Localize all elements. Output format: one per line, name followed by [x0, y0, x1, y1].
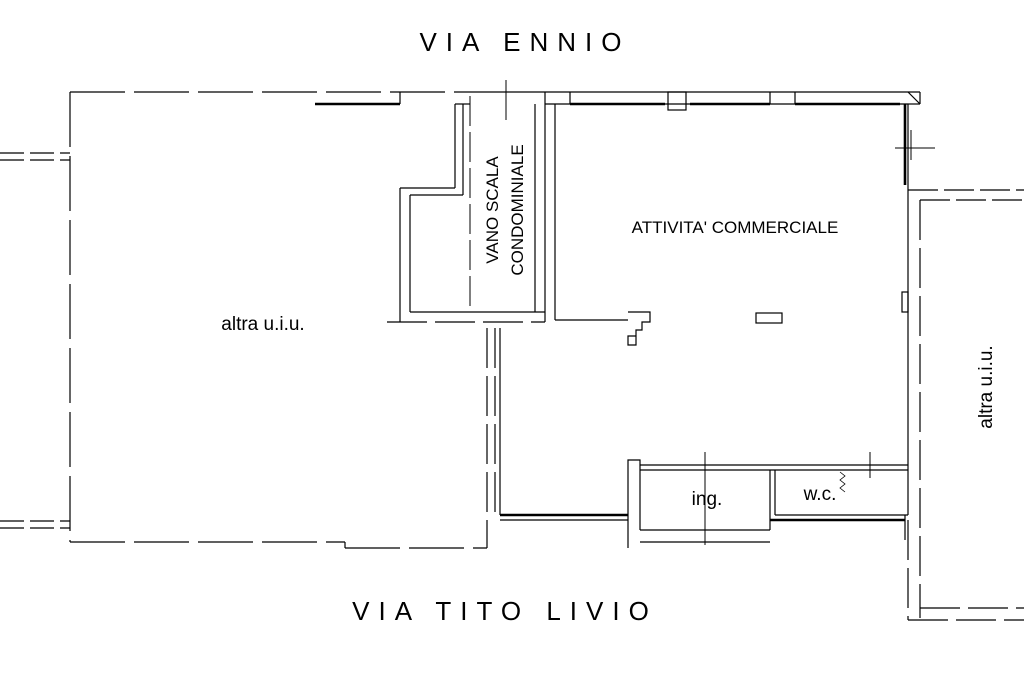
service-block-walls [627, 459, 908, 548]
left-unit-inner-walls [387, 321, 545, 548]
room-label-stair-line2: CONDOMINIALE [508, 144, 527, 275]
room-label-stair-line1: VANO SCALA [483, 156, 502, 264]
left-unit-boundary [69, 91, 487, 549]
right-connector-lines [908, 189, 1024, 201]
room-label-right-unit: altra u.i.u. [976, 345, 997, 428]
right-unit-boundary [907, 200, 1024, 621]
room-label-wc: w.c. [803, 484, 837, 505]
room-label-commercial: ATTIVITA' COMMERCIALE [632, 218, 839, 237]
north-wall [315, 91, 921, 111]
street-label-south: VIA TITO LIVIO [352, 596, 658, 626]
room-label-entrance: ing. [692, 489, 723, 510]
commercial-walls [499, 104, 909, 521]
axis-markers [505, 80, 935, 545]
left-connector-lines [0, 152, 70, 529]
stairwell-walls [399, 104, 546, 322]
room-label-left-unit: altra u.i.u. [221, 314, 304, 335]
street-label-north: VIA ENNIO [419, 27, 630, 57]
